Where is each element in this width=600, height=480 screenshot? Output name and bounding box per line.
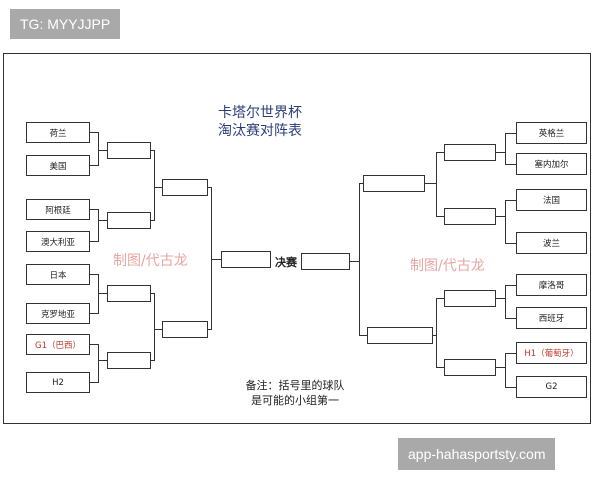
connector — [436, 152, 437, 217]
connector — [98, 274, 99, 314]
team-box-left-3: 阿根廷 — [26, 199, 90, 220]
connector — [90, 274, 98, 275]
connector — [90, 165, 98, 166]
connector — [505, 353, 516, 354]
team-box-left-4: 澳大利亚 — [26, 231, 90, 252]
connector — [98, 150, 107, 151]
watermark-left: 制图/代古龙 — [113, 253, 188, 269]
connector — [151, 220, 154, 221]
connector — [359, 183, 363, 184]
connector — [151, 360, 154, 361]
connector — [208, 329, 211, 330]
connector — [90, 241, 98, 242]
team-box-left-8: H2 — [26, 372, 90, 393]
connector — [98, 293, 107, 294]
note-line-1: 备注：括号里的球队 — [245, 379, 345, 392]
connector — [425, 183, 437, 184]
team-box-right-7: H1（葡萄牙） — [516, 342, 587, 364]
connector — [151, 293, 154, 294]
team-box-left-6: 克罗地亚 — [26, 303, 90, 324]
connector — [154, 187, 162, 188]
url-label: app-hahasportsty.com — [398, 438, 556, 470]
connector — [90, 209, 98, 210]
final-label: 决赛 — [275, 256, 297, 269]
team-box-right-8: G2 — [516, 376, 587, 398]
team-box-right-1: 英格兰 — [516, 122, 587, 144]
final-box-left — [221, 251, 271, 268]
final-box-right — [301, 253, 350, 270]
connector — [98, 360, 107, 361]
connector — [436, 216, 444, 217]
connector — [496, 367, 506, 368]
connector — [436, 152, 444, 153]
connector — [505, 285, 516, 286]
connector — [433, 335, 437, 336]
team-box-right-3: 法国 — [516, 189, 587, 211]
connector — [211, 187, 212, 330]
connector — [436, 367, 444, 368]
qf-box-left-3 — [107, 285, 151, 302]
connector — [359, 183, 360, 336]
bracket-frame — [3, 53, 591, 424]
note-line-2: 是可能的小组第一 — [251, 394, 339, 407]
connector — [154, 329, 162, 330]
connector — [90, 344, 98, 345]
bracket-note: 备注：括号里的球队 是可能的小组第一 — [230, 378, 360, 408]
connector — [505, 353, 506, 388]
qf-box-left-1 — [107, 142, 151, 159]
team-box-left-1: 荷兰 — [26, 122, 90, 143]
qf-box-right-4 — [444, 359, 496, 376]
bracket-title: 卡塔尔世界杯 淘汰赛对阵表 — [200, 104, 320, 140]
qf-box-left-4 — [107, 352, 151, 369]
team-box-left-5: 日本 — [26, 264, 90, 285]
connector — [505, 285, 506, 319]
connector — [90, 382, 98, 383]
connector — [496, 298, 506, 299]
connector — [496, 152, 506, 153]
team-box-right-4: 波兰 — [516, 232, 587, 254]
sf-box-right-1 — [363, 175, 425, 192]
watermark-right: 制图/代古龙 — [410, 258, 485, 274]
connector — [505, 200, 516, 201]
connector — [505, 200, 506, 244]
sf-box-left-1 — [162, 179, 208, 196]
sf-box-right-2 — [367, 327, 433, 344]
title-line-2: 淘汰赛对阵表 — [218, 123, 302, 139]
team-box-left-7: G1（巴西） — [26, 334, 90, 355]
connector — [98, 344, 99, 383]
team-box-left-2: 美国 — [26, 155, 90, 176]
team-box-right-5: 摩洛哥 — [516, 274, 587, 296]
connector — [505, 243, 516, 244]
connector — [98, 209, 99, 242]
connector — [505, 133, 516, 134]
connector — [350, 261, 360, 262]
connector — [505, 164, 516, 165]
connector — [211, 259, 221, 260]
qf-box-right-1 — [444, 144, 496, 161]
connector — [90, 132, 98, 133]
team-box-right-2: 塞内加尔 — [516, 153, 587, 175]
connector — [90, 313, 98, 314]
connector — [496, 216, 506, 217]
connector — [436, 298, 437, 368]
qf-box-right-2 — [444, 208, 496, 225]
connector — [98, 132, 99, 166]
qf-box-right-3 — [444, 290, 496, 307]
team-box-right-6: 西班牙 — [516, 307, 587, 329]
connector — [154, 150, 155, 221]
connector — [359, 335, 367, 336]
sf-box-left-2 — [162, 321, 208, 338]
connector — [154, 293, 155, 361]
tg-handle-label: TG: MYYJJPP — [10, 9, 121, 39]
title-line-1: 卡塔尔世界杯 — [218, 105, 302, 121]
connector — [505, 318, 516, 319]
qf-box-left-2 — [107, 212, 151, 229]
connector — [208, 187, 211, 188]
connector — [505, 133, 506, 165]
connector — [98, 220, 107, 221]
connector — [505, 387, 516, 388]
connector — [436, 298, 444, 299]
connector — [151, 150, 154, 151]
